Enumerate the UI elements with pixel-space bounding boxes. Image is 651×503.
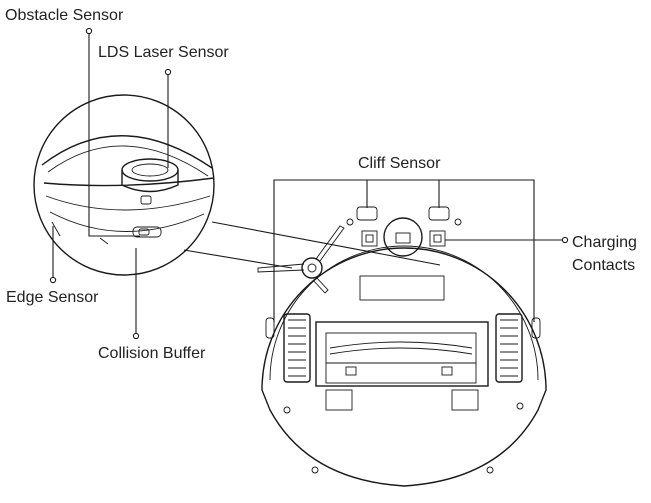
collision-buffer-shape — [45, 195, 211, 211]
bin-tab-left — [325, 389, 353, 411]
collision-buffer-label: Collision Buffer — [98, 345, 206, 362]
side-brush-arm-left — [257, 263, 305, 273]
obstacle-sensor-label: Obstacle Sensor — [5, 7, 124, 24]
bin-tab-right — [451, 389, 479, 411]
cliff-sensor-right — [428, 206, 450, 221]
robot-body-edge — [43, 177, 215, 187]
cliff-sensor-bracket — [273, 179, 535, 322]
edge-sensor-label: Edge Sensor — [6, 289, 99, 306]
charging-contacts-label-line2: Contacts — [572, 257, 636, 274]
charging-contact-left — [361, 230, 378, 247]
left-wheel — [283, 313, 311, 383]
side-brush-arm-up — [315, 225, 345, 262]
edge-sensor-mark — [51, 221, 61, 237]
lds-turret-side — [121, 170, 179, 193]
top-view-outline — [33, 94, 215, 276]
top-button — [140, 195, 152, 205]
lds-turret-top — [121, 158, 179, 182]
label-plate — [359, 275, 445, 301]
robot-top-rim — [41, 135, 213, 169]
cliff-sensor-left — [356, 206, 378, 221]
magnifier-connector-lower — [183, 249, 293, 269]
lds-laser-sensor-label: LDS Laser Sensor — [98, 44, 229, 61]
side-brush-hub — [301, 257, 323, 279]
main-brush-housing — [315, 321, 489, 387]
cliff-sensor-label: Cliff Sensor — [358, 155, 441, 172]
robot-bottom-outline — [261, 247, 547, 487]
right-wheel — [495, 313, 523, 383]
bottom-view — [257, 206, 547, 487]
obstacle-sensor-window — [132, 226, 162, 238]
caster-wheel — [383, 217, 423, 257]
side-sensor-right — [531, 317, 541, 339]
magnifier-connector-upper — [211, 221, 441, 266]
side-sensor-left — [265, 317, 275, 339]
charging-contact-right — [429, 230, 446, 247]
top-view-magnifier — [33, 94, 215, 276]
charging-contacts-label-line1: Charging — [572, 234, 637, 251]
side-brush-arm-down — [312, 276, 329, 294]
obstacle-sensor-leader — [88, 31, 140, 237]
